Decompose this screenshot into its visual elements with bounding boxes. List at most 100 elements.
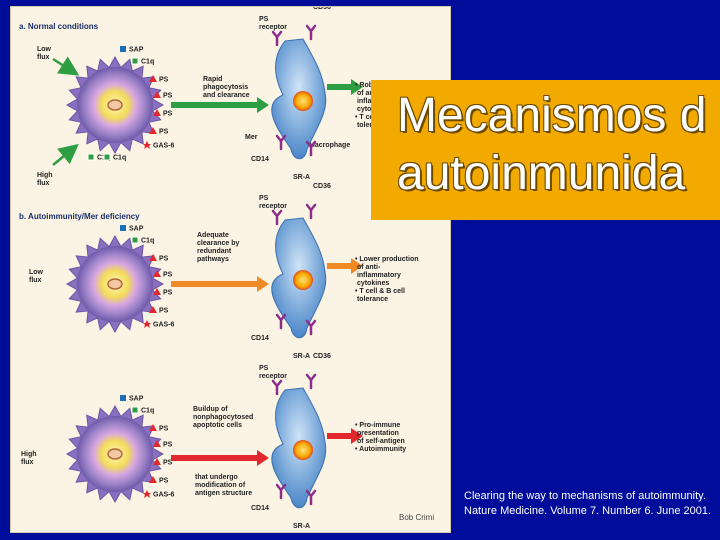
ps-marker-icon	[149, 306, 157, 313]
gas6-marker-icon	[143, 141, 151, 149]
panel-heading: b. Autoimmunity/Mer deficiency	[19, 212, 140, 221]
marker-label: PS	[163, 93, 173, 100]
outcome-arrow-head	[351, 428, 363, 444]
outcome-arrow	[327, 433, 353, 439]
apoptotic-nucleus	[107, 448, 123, 460]
outcome-text: • Lower production of anti- inflammatory…	[355, 256, 419, 303]
outcome-arrow-head	[351, 258, 363, 274]
outcome-text: • Pro-immune presentation of self-antige…	[355, 422, 406, 453]
receptor-icon	[305, 24, 317, 41]
ps-marker-icon	[153, 270, 161, 277]
title-line-2: autoinmunida	[397, 147, 686, 200]
c1q-marker-icon	[131, 57, 139, 65]
cd14-label: CD14	[251, 335, 269, 342]
marker-label: PS	[159, 129, 169, 136]
clearance-arrow-head	[257, 97, 269, 113]
marker-label: PS	[163, 460, 173, 467]
c1q-marker-icon	[131, 406, 139, 414]
cd14-label: CD14	[251, 156, 269, 163]
ps-marker-icon	[153, 109, 161, 116]
macrophage-nucleus	[293, 440, 313, 460]
sap-marker-icon	[120, 395, 126, 401]
receptor-icon	[305, 319, 317, 336]
ps-marker-icon	[153, 458, 161, 465]
cd36-label: CD36	[313, 353, 331, 360]
marker-label: PS	[159, 478, 169, 485]
receptor-icon	[275, 313, 287, 330]
marker-label: C1q	[141, 59, 154, 66]
marker-label: PS	[163, 111, 173, 118]
cd36-label: CD36	[313, 7, 331, 11]
outcome-arrow-head	[351, 79, 363, 95]
receptor-icon	[305, 489, 317, 506]
marker-label: GAS-6	[153, 143, 175, 150]
sra-label: SR-A	[293, 174, 310, 181]
receptor-icon	[305, 373, 317, 390]
ps-marker-icon	[149, 254, 157, 261]
marker-label: PS	[163, 290, 173, 297]
diagram-svg: a. Normal conditionsSAPC1qPSPSPSPSGAS-6L…	[19, 7, 422, 530]
apoptotic-nucleus	[107, 278, 123, 290]
c1q-marker-icon	[131, 236, 139, 244]
mer-label: Mer	[245, 134, 258, 141]
marker-label: PS	[159, 308, 169, 315]
sra-label: SR-A	[293, 353, 310, 360]
receptor-icon	[305, 140, 317, 157]
apoptotic-nucleus	[107, 99, 123, 111]
title-line-1: Mecanismos d	[397, 89, 707, 142]
marker-label: SAP	[129, 47, 144, 54]
clearance-arrow-head	[257, 450, 269, 466]
ps-marker-icon	[149, 127, 157, 134]
receptor-icon	[305, 203, 317, 220]
credit-text: Bob Crimi	[399, 513, 435, 522]
clearance-arrow-head	[257, 276, 269, 292]
ps-marker-icon	[153, 288, 161, 295]
clearance-arrow	[171, 102, 259, 108]
receptor-icon	[271, 30, 283, 47]
marker-label: GAS-6	[153, 492, 175, 499]
citation-text: Clearing the way to mechanisms of autoim…	[464, 490, 712, 517]
receptor-icon	[275, 483, 287, 500]
marker-label: PS	[159, 426, 169, 433]
slide-title: Mecanismos d autoinmunida	[371, 80, 720, 220]
marker-label: PS	[159, 77, 169, 84]
outcome-arrow	[327, 263, 353, 269]
marker-label: C1q	[141, 238, 154, 245]
macrophage-nucleus	[293, 270, 313, 290]
marker-label: SAP	[129, 396, 144, 403]
marker-label: C1q	[141, 408, 154, 415]
macrophage-nucleus	[293, 91, 313, 111]
macrophage-label: Macrophage	[309, 142, 350, 149]
flux-arrow	[52, 143, 79, 166]
ps-marker-icon	[149, 75, 157, 82]
marker-label: PS	[163, 272, 173, 279]
marker-label: SAP	[129, 226, 144, 233]
gas6-marker-icon	[143, 320, 151, 328]
clearance-arrow	[171, 281, 259, 287]
receptor-icon	[275, 134, 287, 151]
gas6-marker-icon	[143, 490, 151, 498]
cd14-label: CD14	[251, 505, 269, 512]
panel-heading: a. Normal conditions	[19, 22, 99, 31]
flux-arrow	[52, 56, 80, 76]
sra-label: SR-A	[293, 523, 310, 530]
marker-label: PS	[159, 256, 169, 263]
marker-label: PS	[163, 442, 173, 449]
ps-marker-icon	[153, 440, 161, 447]
c1q-marker-icon	[87, 153, 95, 161]
ps-marker-icon	[149, 476, 157, 483]
cd36-label: CD36	[313, 183, 331, 190]
